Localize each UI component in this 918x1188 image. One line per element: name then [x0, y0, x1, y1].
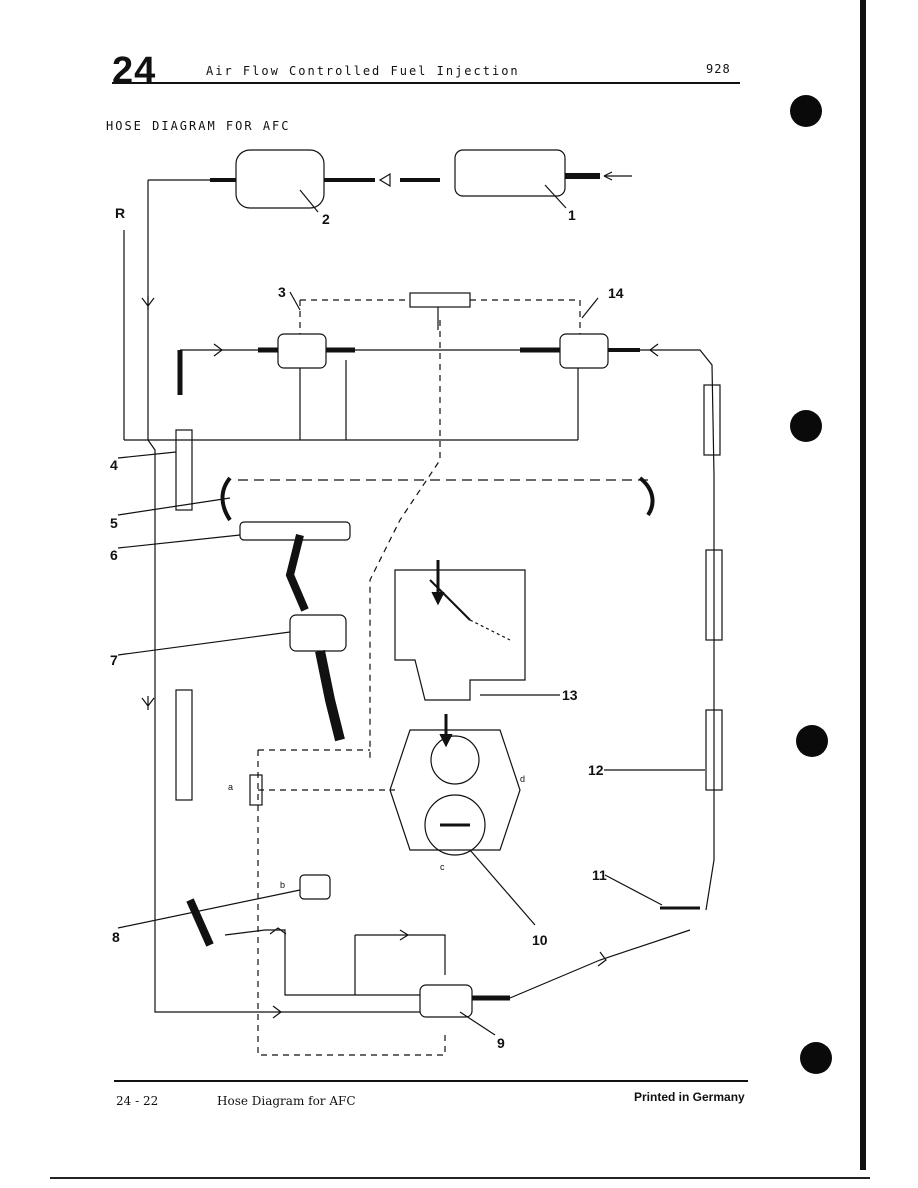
page-number: 24 - 22 — [116, 1094, 159, 1108]
diagram-title: HOSE DIAGRAM FOR AFC — [106, 119, 291, 133]
callout-5: 5 — [110, 515, 118, 531]
footer-section-title: Hose Diagram for AFC — [217, 1094, 356, 1108]
chapter-title: Air Flow Controlled Fuel Injection — [206, 64, 520, 78]
callout-11: 11 — [592, 867, 607, 883]
callout-9: 9 — [497, 1035, 505, 1051]
footer-rule — [114, 1080, 748, 1082]
return-label: R — [115, 205, 125, 221]
callout-1: 1 — [568, 207, 576, 223]
callout-2: 2 — [322, 211, 330, 227]
punch-hole — [790, 95, 822, 127]
callout-12: 12 — [588, 762, 604, 778]
printed-in: Printed in Germany — [634, 1090, 745, 1104]
callout-13: 13 — [562, 687, 578, 703]
bottom-edge-rule — [50, 1177, 870, 1179]
callout-7: 7 — [110, 652, 118, 668]
callout-10: 10 — [532, 932, 548, 948]
chapter-number: 24 — [112, 50, 157, 92]
model-number: 928 — [706, 62, 731, 76]
punch-hole — [800, 1042, 832, 1074]
punch-hole — [796, 725, 828, 757]
callout-14: 14 — [608, 285, 624, 301]
aux-letter-c: c — [440, 862, 445, 872]
aux-letter-a: a — [228, 782, 233, 792]
callout-4: 4 — [110, 457, 118, 473]
callout-8: 8 — [112, 929, 120, 945]
header-rule — [112, 82, 740, 84]
page-edge-bar — [860, 0, 866, 1170]
punch-hole — [790, 410, 822, 442]
aux-letter-b: b — [280, 880, 285, 890]
aux-letter-d: d — [520, 774, 525, 784]
callout-6: 6 — [110, 547, 118, 563]
callout-3: 3 — [278, 284, 286, 300]
